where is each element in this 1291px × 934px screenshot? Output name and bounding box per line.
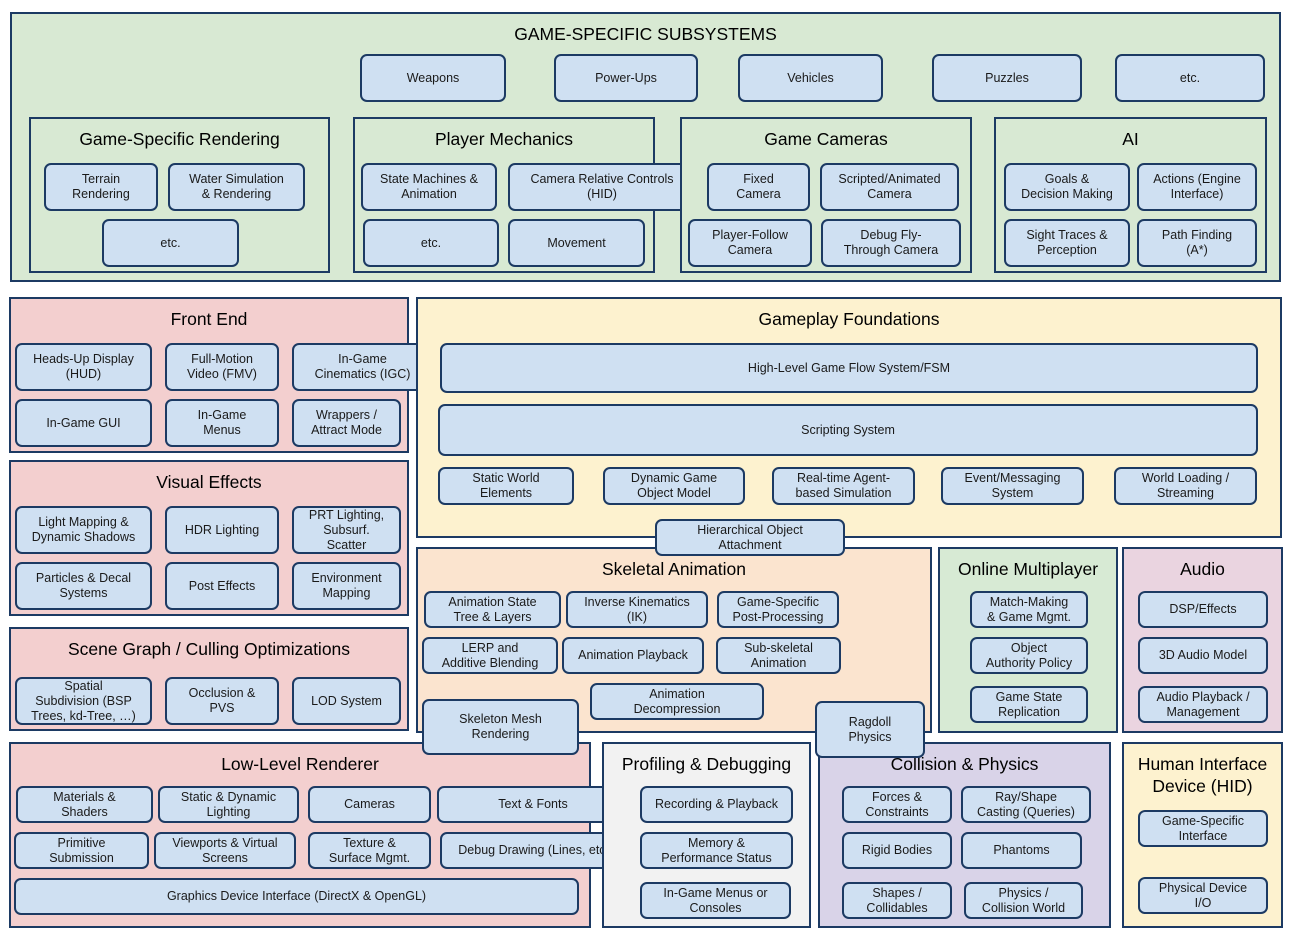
player-follow-camera-box: Player-Follow Camera: [688, 219, 812, 267]
animation-decompression-box: Animation Decompression: [590, 683, 764, 720]
rigid-bodies-box: Rigid Bodies: [842, 832, 952, 869]
object-authority-policy-box: Object Authority Policy: [970, 637, 1088, 674]
vehicles-box: Vehicles: [738, 54, 883, 102]
hid-title: Human Interface Device (HID): [1137, 754, 1268, 796]
match-making-box: Match-Making & Game Mgmt.: [970, 591, 1088, 628]
phantoms-box: Phantoms: [961, 832, 1082, 869]
primitive-submission-box: Primitive Submission: [14, 832, 149, 869]
text-fonts-box: Text & Fonts: [437, 786, 629, 823]
shapes-collidables-box: Shapes / Collidables: [842, 882, 952, 919]
texture-surface-mgmt-box: Texture & Surface Mgmt.: [308, 832, 431, 869]
power-ups-box: Power-Ups: [554, 54, 698, 102]
low-level-renderer-title: Low-Level Renderer: [221, 754, 379, 774]
player-mechanics-title: Player Mechanics: [434, 129, 574, 149]
memory-performance-status-box: Memory & Performance Status: [640, 832, 793, 869]
online-multiplayer-title: Online Multiplayer: [957, 559, 1099, 579]
in-game-menus-box: In-Game Menus: [165, 399, 279, 447]
fixed-camera-box: Fixed Camera: [707, 163, 810, 211]
real-time-agent-simulation-box: Real-time Agent- based Simulation: [772, 467, 915, 505]
camera-relative-controls-box: Camera Relative Controls (HID): [508, 163, 696, 211]
game-specific-post-processing-box: Game-Specific Post-Processing: [717, 591, 839, 628]
viewports-virtual-screens-box: Viewports & Virtual Screens: [154, 832, 296, 869]
player-mechanics-etc-box: etc.: [363, 219, 499, 267]
game-specific-interface-box: Game-Specific Interface: [1138, 810, 1268, 847]
ai-title: AI: [1122, 129, 1139, 149]
game-state-replication-box: Game State Replication: [970, 686, 1088, 723]
puzzles-box: Puzzles: [932, 54, 1082, 102]
skeleton-mesh-rendering-box: Skeleton Mesh Rendering: [422, 699, 579, 755]
hud-box: Heads-Up Display (HUD): [15, 343, 152, 391]
fmv-box: Full-Motion Video (FMV): [165, 343, 279, 391]
gameplay-foundations-title: Gameplay Foundations: [758, 309, 940, 329]
terrain-rendering-box: Terrain Rendering: [44, 163, 158, 211]
sight-traces-box: Sight Traces & Perception: [1004, 219, 1130, 267]
dsp-effects-box: DSP/Effects: [1138, 591, 1268, 628]
prt-lighting-box: PRT Lighting, Subsurf. Scatter: [292, 506, 401, 554]
spatial-subdivision-box: Spatial Subdivision (BSP Trees, kd-Tree,…: [15, 677, 152, 725]
debug-drawing-box: Debug Drawing (Lines, etc): [440, 832, 628, 869]
sub-skeletal-animation-box: Sub-skeletal Animation: [716, 637, 841, 674]
water-simulation-box: Water Simulation & Rendering: [168, 163, 305, 211]
state-machines-box: State Machines & Animation: [361, 163, 497, 211]
scripted-camera-box: Scripted/Animated Camera: [820, 163, 959, 211]
static-world-elements-box: Static World Elements: [438, 467, 574, 505]
environment-mapping-box: Environment Mapping: [292, 562, 401, 610]
graphics-device-interface-box: Graphics Device Interface (DirectX & Ope…: [14, 878, 579, 915]
in-game-gui-box: In-Game GUI: [15, 399, 152, 447]
lerp-additive-blending-box: LERP and Additive Blending: [422, 637, 558, 674]
audio-playback-box: Audio Playback / Management: [1138, 686, 1268, 723]
world-loading-streaming-box: World Loading / Streaming: [1114, 467, 1257, 505]
scene-graph-title: Scene Graph / Culling Optimizations: [67, 639, 351, 659]
debug-fly-through-camera-box: Debug Fly- Through Camera: [821, 219, 961, 267]
recording-playback-box: Recording & Playback: [640, 786, 793, 823]
wrappers-box: Wrappers / Attract Mode: [292, 399, 401, 447]
igc-box: In-Game Cinematics (IGC): [292, 343, 433, 391]
static-dynamic-lighting-box: Static & Dynamic Lighting: [158, 786, 299, 823]
rendering-etc-box: etc.: [102, 219, 239, 267]
physics-collision-world-box: Physics / Collision World: [964, 882, 1083, 919]
dynamic-game-object-model-box: Dynamic Game Object Model: [603, 467, 745, 505]
game-specific-etc-box: etc.: [1115, 54, 1265, 102]
game-specific-rendering-title: Game-Specific Rendering: [79, 129, 280, 149]
ragdoll-physics-box: Ragdoll Physics: [815, 701, 925, 758]
game-specific-subsystems-title: GAME-SPECIFIC SUBSYSTEMS: [514, 24, 777, 44]
weapons-box: Weapons: [360, 54, 506, 102]
hdr-lighting-box: HDR Lighting: [165, 506, 279, 554]
forces-constraints-box: Forces & Constraints: [842, 786, 952, 823]
scripting-system-box: Scripting System: [438, 404, 1258, 456]
animation-state-tree-box: Animation State Tree & Layers: [424, 591, 561, 628]
actions-engine-interface-box: Actions (Engine Interface): [1137, 163, 1257, 211]
goals-decision-making-box: Goals & Decision Making: [1004, 163, 1130, 211]
in-game-menus-consoles-box: In-Game Menus or Consoles: [640, 882, 791, 919]
collision-physics-title: Collision & Physics: [890, 754, 1039, 774]
game-cameras-title: Game Cameras: [764, 129, 888, 149]
front-end-title: Front End: [170, 309, 248, 329]
visual-effects-title: Visual Effects: [156, 472, 262, 492]
skeletal-animation-title: Skeletal Animation: [602, 559, 746, 579]
particles-decal-box: Particles & Decal Systems: [15, 562, 152, 610]
physical-device-io-box: Physical Device I/O: [1138, 877, 1268, 914]
audio-title: Audio: [1180, 559, 1225, 579]
movement-box: Movement: [508, 219, 645, 267]
post-effects-box: Post Effects: [165, 562, 279, 610]
lod-system-box: LOD System: [292, 677, 401, 725]
profiling-debugging-title: Profiling & Debugging: [621, 754, 792, 774]
occlusion-pvs-box: Occlusion & PVS: [165, 677, 279, 725]
light-mapping-box: Light Mapping & Dynamic Shadows: [15, 506, 152, 554]
hierarchical-object-attachment-box: Hierarchical Object Attachment: [655, 519, 845, 556]
3d-audio-model-box: 3D Audio Model: [1138, 637, 1268, 674]
ray-shape-casting-box: Ray/Shape Casting (Queries): [961, 786, 1091, 823]
path-finding-box: Path Finding (A*): [1137, 219, 1257, 267]
cameras-box: Cameras: [308, 786, 431, 823]
materials-shaders-box: Materials & Shaders: [16, 786, 153, 823]
event-messaging-system-box: Event/Messaging System: [941, 467, 1084, 505]
inverse-kinematics-box: Inverse Kinematics (IK): [566, 591, 708, 628]
high-level-game-flow-box: High-Level Game Flow System/FSM: [440, 343, 1258, 393]
animation-playback-box: Animation Playback: [562, 637, 704, 674]
